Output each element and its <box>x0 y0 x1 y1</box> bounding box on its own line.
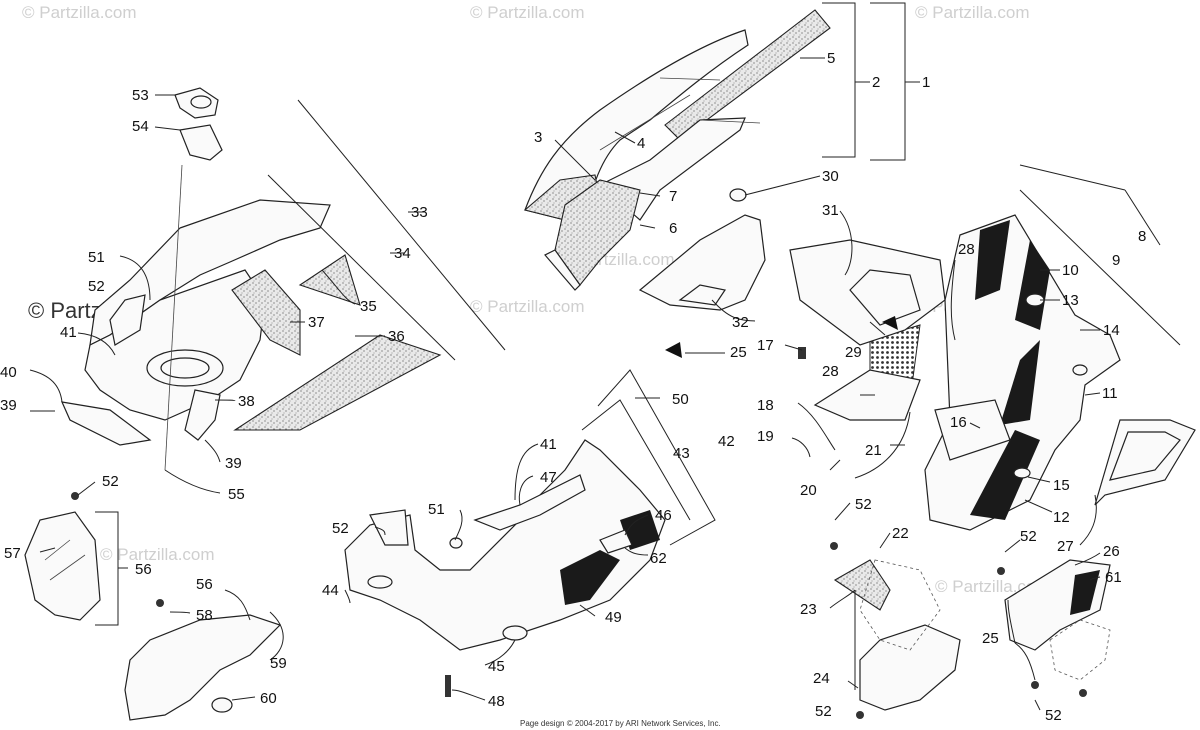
callout-6: 6 <box>669 220 677 237</box>
callout-47: 47 <box>540 469 557 486</box>
bellypan-assembly <box>344 439 666 697</box>
watermark-text: © Partzilla.com <box>470 3 585 22</box>
callout-7: 7 <box>669 188 677 205</box>
callout-25: 25 <box>730 344 747 361</box>
callout-62: 62 <box>650 550 667 567</box>
callout-38: 38 <box>238 393 255 410</box>
callout-8: 8 <box>1138 228 1146 245</box>
callout-48: 48 <box>488 693 505 710</box>
watermark-text: © Partzilla.com <box>22 3 137 22</box>
callout-51: 51 <box>88 249 105 266</box>
callout-44: 44 <box>322 582 339 599</box>
callout-53: 53 <box>132 87 149 104</box>
callout-31: 31 <box>822 202 839 219</box>
callout-4: 4 <box>637 135 645 152</box>
callout-28: 28 <box>958 241 975 258</box>
callout-52-b: 52 <box>102 473 119 490</box>
callout-27: 27 <box>1057 538 1074 555</box>
callout-52-f: 52 <box>815 703 832 720</box>
lower-left-assembly <box>24 492 282 721</box>
callout-33: 33 <box>411 204 428 221</box>
callout-1: 1 <box>922 74 930 91</box>
watermark-text: © Partzilla.com <box>915 3 1030 22</box>
callout-5: 5 <box>827 50 835 67</box>
callout-2: 2 <box>872 74 880 91</box>
callout-11: 11 <box>1102 385 1118 402</box>
hood-assembly <box>60 87 442 471</box>
callout-10: 10 <box>1062 262 1079 279</box>
callout-24: 24 <box>813 670 830 687</box>
callout-43: 43 <box>673 445 690 462</box>
callout-42: 42 <box>718 433 735 450</box>
callout-50: 50 <box>672 391 689 408</box>
callout-60: 60 <box>260 690 277 707</box>
callout-52-d: 52 <box>855 496 872 513</box>
callout-49: 49 <box>605 609 622 626</box>
callout-57: 57 <box>4 545 21 562</box>
callout-54: 54 <box>132 118 149 135</box>
callout-61: 61 <box>1105 569 1122 586</box>
callout-52-e: 52 <box>1020 528 1037 545</box>
callout-19: 19 <box>757 428 774 445</box>
callout-14: 14 <box>1103 322 1120 339</box>
watermarks: © Partzilla.com © Partzilla.com © Partzi… <box>22 3 1050 596</box>
watermark-text: © Partzilla.com <box>470 297 585 316</box>
callout-45: 45 <box>488 658 505 675</box>
callout-13: 13 <box>1062 292 1079 309</box>
callout-34: 34 <box>394 245 411 262</box>
callout-37: 37 <box>308 314 325 331</box>
callout-labels: 1 2 3 4 5 6 7 8 9 10 11 12 13 14 15 16 1… <box>0 50 1146 724</box>
callout-25-b: 25 <box>982 630 999 647</box>
callout-12: 12 <box>1053 509 1070 526</box>
upper-panel-assembly <box>638 188 946 359</box>
callout-39: 39 <box>0 397 17 414</box>
callout-52-a: 52 <box>88 278 105 295</box>
windshield-assembly <box>523 9 831 291</box>
footer-copyright: Page design © 2004-2017 by ARI Network S… <box>520 719 721 728</box>
callout-35: 35 <box>360 298 377 315</box>
callout-40: 40 <box>0 364 17 381</box>
leader-lines <box>29 2 1181 711</box>
callout-59: 59 <box>270 655 287 672</box>
callout-29: 29 <box>845 344 862 361</box>
callout-21: 21 <box>865 442 882 459</box>
callout-18: 18 <box>757 397 774 414</box>
side-panel-assembly <box>813 214 1196 531</box>
callout-3: 3 <box>534 129 542 146</box>
callout-28-b: 28 <box>822 363 839 380</box>
callout-41: 41 <box>60 324 77 341</box>
callout-9: 9 <box>1112 252 1120 269</box>
callout-56-b: 56 <box>196 576 213 593</box>
callout-52-c: 52 <box>332 520 349 537</box>
callout-39-b: 39 <box>225 455 242 472</box>
callout-30: 30 <box>822 168 839 185</box>
callout-55: 55 <box>228 486 245 503</box>
callout-51-b: 51 <box>428 501 445 518</box>
callout-41-b: 41 <box>540 436 557 453</box>
callout-32: 32 <box>732 314 749 331</box>
callout-26: 26 <box>1103 543 1120 560</box>
callout-16: 16 <box>950 414 967 431</box>
lower-right-assembly <box>830 542 1111 719</box>
callout-46: 46 <box>655 507 672 524</box>
callout-52-g: 52 <box>1045 707 1062 724</box>
callout-36: 36 <box>388 328 405 345</box>
callout-15: 15 <box>1053 477 1070 494</box>
callout-22: 22 <box>892 525 909 542</box>
callout-20: 20 <box>800 482 817 499</box>
callout-58: 58 <box>196 607 213 624</box>
callout-17: 17 <box>757 337 774 354</box>
watermark-text: © Partzilla.com <box>100 545 215 564</box>
callout-56: 56 <box>135 561 152 578</box>
callout-23: 23 <box>800 601 817 618</box>
